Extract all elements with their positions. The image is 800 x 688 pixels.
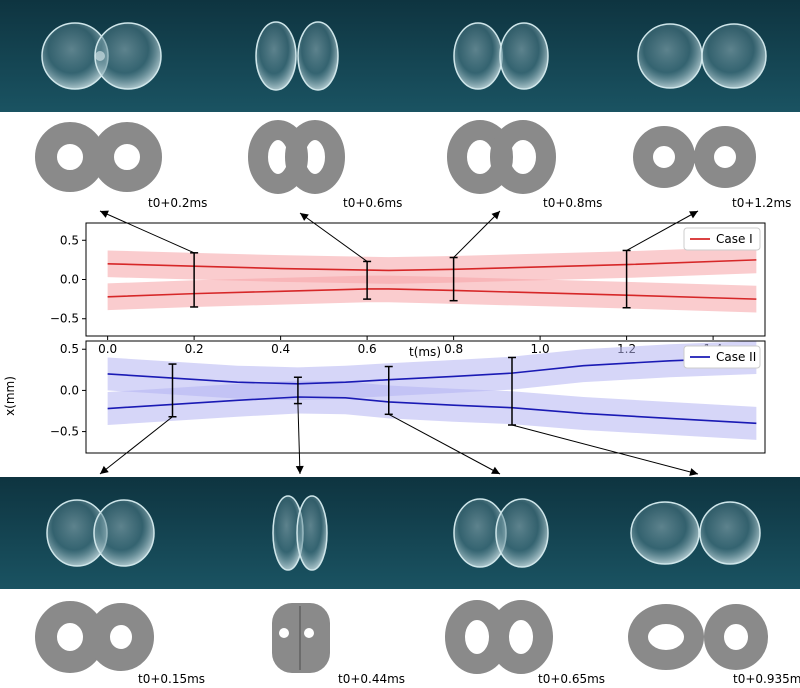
arrow-bottom-3 [511, 424, 699, 475]
gray-bottom-4 [628, 604, 768, 670]
legend-box [683, 227, 761, 251]
arrow-top-1-head [300, 213, 309, 221]
arrow-bottom-0-head [100, 465, 109, 474]
y-tick-label: 0.5 [60, 233, 79, 247]
x-tick-label: 0.8 [444, 342, 463, 356]
series-line-upper-0 [107, 259, 757, 272]
photo-top-4 [637, 23, 767, 89]
y-tick-label: −0.5 [50, 312, 79, 326]
x-tick-label: 0.0 [98, 342, 117, 356]
photo-top-1 [41, 22, 162, 90]
plot-frame-1 [85, 340, 766, 454]
legend-0: Case I [683, 227, 761, 251]
arrow-bottom-2-head [491, 466, 500, 474]
arrow-bottom-1 [297, 403, 301, 475]
arrow-bottom-1-head [295, 465, 304, 474]
gray-bottom-1 [35, 601, 154, 673]
x-tick-label: 0.6 [358, 342, 377, 356]
time-label-bottom-2: t0+0.44ms [338, 672, 405, 686]
time-label-top-1: t0+0.2ms [148, 196, 207, 210]
arrow-top-0 [99, 210, 195, 254]
case-2-chart: 0.5 0.0 −0.5 Case II [50, 340, 766, 454]
x-tick-label: 1.0 [531, 342, 550, 356]
photo-bottom-4 [630, 501, 761, 565]
series-line-lower-0 [107, 288, 757, 300]
x-axis-label: t(ms) [409, 345, 441, 359]
gray-top-1 [35, 122, 162, 192]
photo-bottom-2 [272, 495, 328, 571]
arrow-top-2-head [491, 211, 500, 220]
top-photo-strip [0, 0, 800, 112]
time-label-bottom-4: t0+0.935ms [733, 672, 800, 686]
y-tick-label: 0.0 [60, 273, 79, 287]
legend-1: Case II [683, 345, 761, 369]
band-lower-series-0 [107, 275, 757, 313]
y-tick-label: 0.0 [60, 383, 79, 397]
y-tick-label: 0.5 [60, 342, 79, 356]
photo-top-3 [453, 22, 549, 90]
time-label-top-3: t0+0.8ms [543, 196, 602, 210]
photo-top-2 [255, 21, 339, 91]
arrow-top-3 [626, 210, 699, 251]
y-axis-label: x(mm) [3, 376, 17, 416]
y-tick-label: −0.5 [50, 425, 79, 439]
x-tick-label: 0.2 [185, 342, 204, 356]
top-shadowgraph-row: t0+0.2ms t0+0.6ms t0+0.8ms t0+1.2ms [35, 120, 791, 210]
arrow-bottom-0 [99, 416, 173, 475]
case-1-chart: 0.50.0−0.50.00.20.40.60.81.01.21.4Case I [50, 222, 766, 356]
time-label-top-4: t0+1.2ms [732, 196, 791, 210]
bottom-shadowgraph-row: t0+0.15ms t0+0.44ms t0+0.65ms t0+0.935ms [35, 600, 800, 686]
gray-bottom-2 [272, 603, 330, 673]
arrow-top-3-head [689, 211, 698, 219]
photo-bottom-1 [46, 499, 155, 567]
arrow-bottom-3-head [689, 468, 698, 476]
gray-top-2 [248, 120, 345, 194]
band-upper-series-0 [107, 246, 757, 284]
gray-top-4 [633, 126, 756, 188]
x-tick-label: 0.4 [271, 342, 290, 356]
arrow-bottom-2 [388, 413, 501, 475]
photo-bottom-3 [453, 498, 549, 568]
arrow-top-2 [453, 210, 501, 258]
legend-box [683, 345, 761, 369]
connector-arrows [99, 210, 699, 476]
band-lower-series-0 [107, 380, 757, 440]
legend-label: Case II [716, 350, 756, 364]
gray-bottom-3 [445, 600, 553, 674]
gray-top-3 [447, 120, 556, 194]
time-label-bottom-1: t0+0.15ms [138, 672, 205, 686]
time-label-top-2: t0+0.6ms [343, 196, 402, 210]
arrow-top-1 [299, 212, 368, 262]
bottom-photo-strip [0, 477, 800, 589]
time-label-bottom-3: t0+0.65ms [538, 672, 605, 686]
legend-label: Case I [716, 232, 753, 246]
arrow-top-0-head [100, 210, 109, 218]
